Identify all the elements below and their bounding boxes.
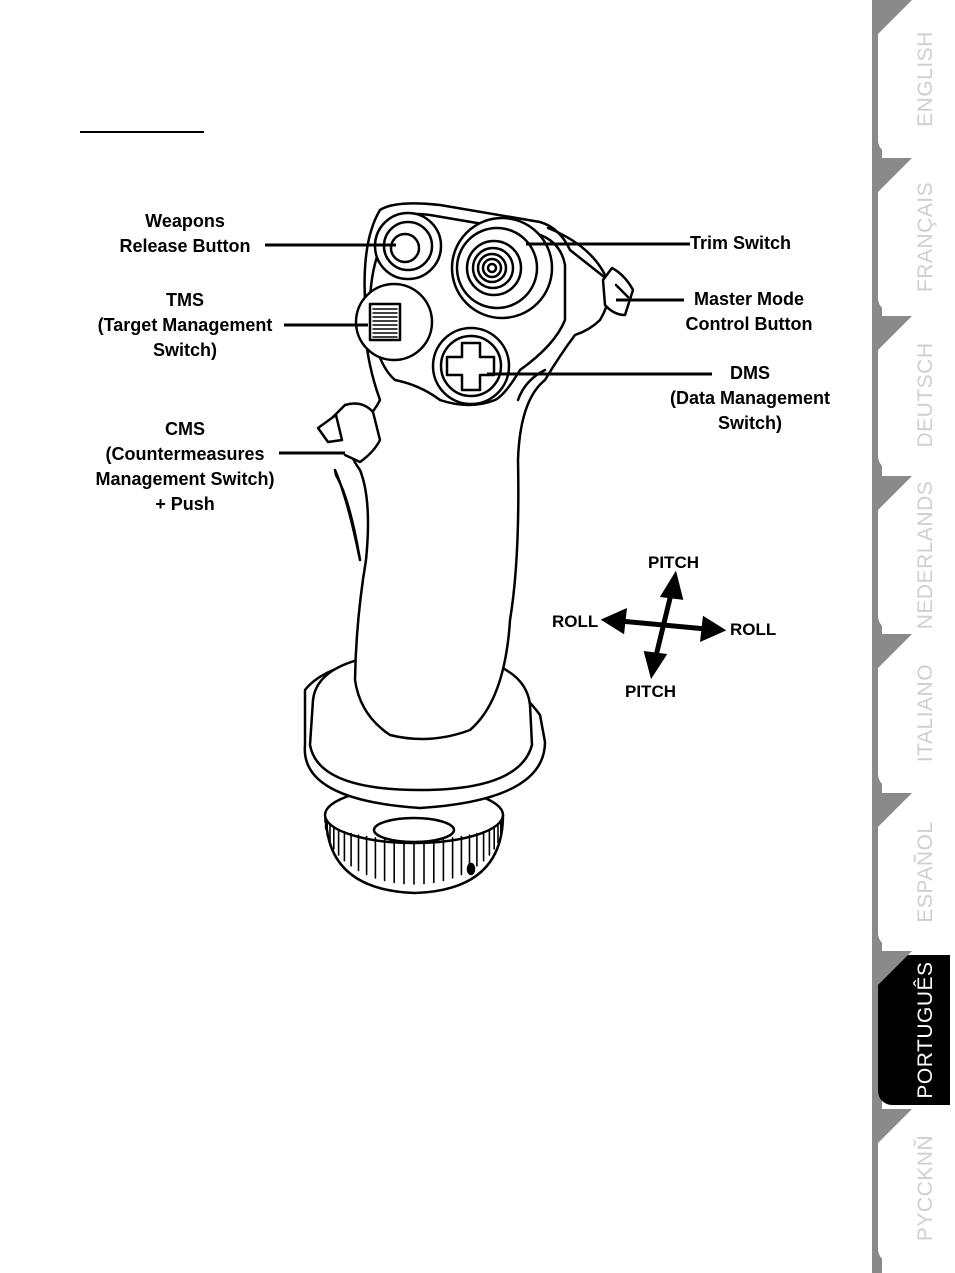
tab-fold-corner [872, 634, 912, 674]
tab-fold-corner [872, 951, 912, 991]
language-tab-español[interactable]: ESPAÑOL [878, 797, 950, 947]
cms-switch-art [316, 402, 382, 562]
master-mode-label: Master Mode Control Button [685, 289, 813, 334]
language-tab-nederlands[interactable]: NEDERLANDS [878, 480, 950, 630]
pitch-roll-arrows [600, 570, 727, 680]
language-tab-italiano[interactable]: ITALIANO [878, 638, 950, 788]
tab-fold-corner [872, 0, 912, 40]
roll-right-label: ROLL [730, 620, 776, 639]
section-heading-underline [80, 131, 204, 133]
master-mode-button-art [601, 266, 635, 317]
tab-fold-corner [872, 158, 912, 198]
language-tab-português[interactable]: PORTUGUÊS [878, 955, 950, 1105]
trim-switch-label: Trim Switch [690, 233, 792, 253]
weapons-release-button-art [373, 211, 443, 281]
tab-fold-corner [872, 476, 912, 516]
pitch-top-label: PITCH [648, 553, 699, 572]
cms-label: CMS (Countermeasures Management Switch) … [95, 419, 275, 514]
dms-label: DMS (Data Management Switch) [669, 363, 831, 433]
language-tab-pyccknň[interactable]: PYCCKNŇ [878, 1113, 950, 1263]
language-tab-français[interactable]: FRANÇAIS [878, 162, 950, 312]
trim-switch-art [450, 216, 554, 320]
base-collar [323, 785, 505, 895]
dms-switch-art [431, 326, 511, 406]
tms-label: TMS (Target Management Switch) [97, 290, 273, 360]
language-tab-deutsch[interactable]: DEUTSCH [878, 320, 950, 470]
weapons-release-label: Weapons Release Button [119, 211, 251, 256]
tab-fold-corner [872, 793, 912, 833]
tab-fold-corner [872, 1109, 912, 1149]
language-tab-english[interactable]: ENGLISH [878, 4, 950, 154]
tab-fold-corner [872, 316, 912, 356]
roll-left-label: ROLL [552, 612, 598, 631]
pitch-bottom-label: PITCH [625, 682, 676, 701]
tms-switch-art [354, 282, 434, 362]
